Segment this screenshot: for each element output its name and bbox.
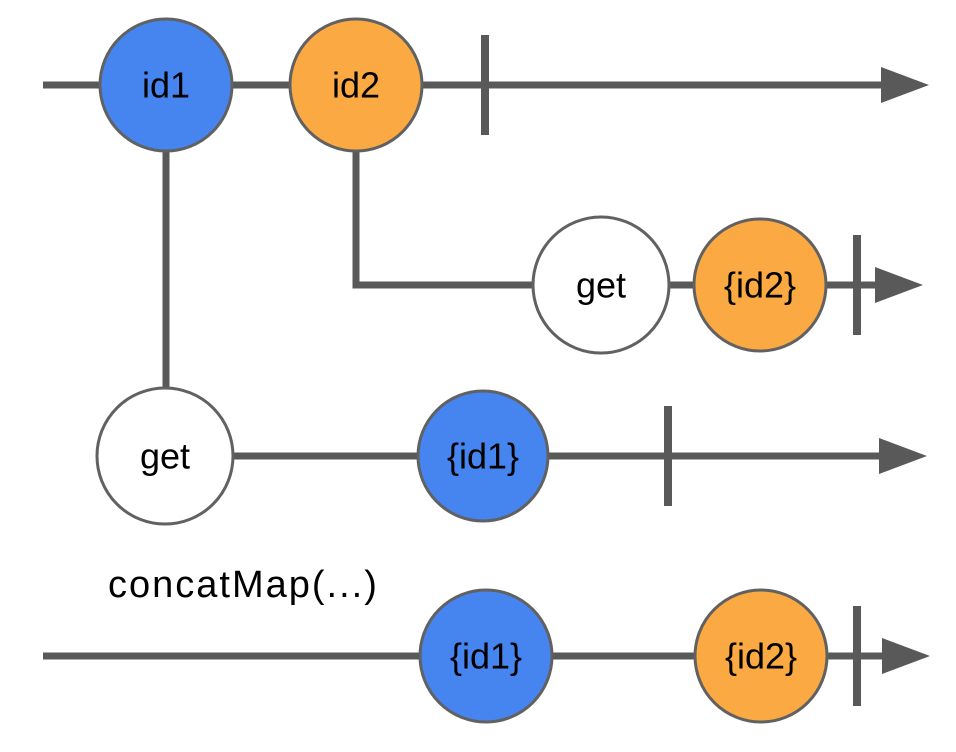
arrowhead-icon-inner-stream-id1	[879, 438, 927, 474]
marble-label-id1: id1	[142, 65, 190, 106]
marble-get-id2	[531, 215, 671, 355]
marble-label-result-id1: {id1}	[447, 436, 519, 477]
marble-label-result-id2: {id2}	[724, 265, 796, 306]
marble-label-get-id2: get	[576, 265, 626, 306]
marble-output-id1	[418, 588, 554, 724]
arrowhead-icon-inner-stream-id2	[875, 267, 923, 303]
marble-label-output-id2: {id2}	[725, 636, 797, 677]
marble-output-id2	[693, 588, 829, 724]
marble-label-output-id1: {id1}	[450, 636, 522, 677]
arrowhead-icon-source-stream	[881, 67, 929, 103]
connector-id2-to-inner-stream	[352, 150, 537, 289]
marble-id2	[288, 17, 424, 153]
marble-result-id1	[416, 389, 550, 523]
marble-label-get-id1: get	[140, 436, 190, 477]
marble-result-id2	[692, 217, 828, 353]
operator-label: concatMap(...)	[108, 564, 379, 606]
marble-id1	[98, 17, 234, 153]
arrowhead-icon-output-stream	[882, 638, 930, 674]
marble-label-id2: id2	[332, 65, 380, 106]
marble-get-id1	[95, 386, 235, 526]
